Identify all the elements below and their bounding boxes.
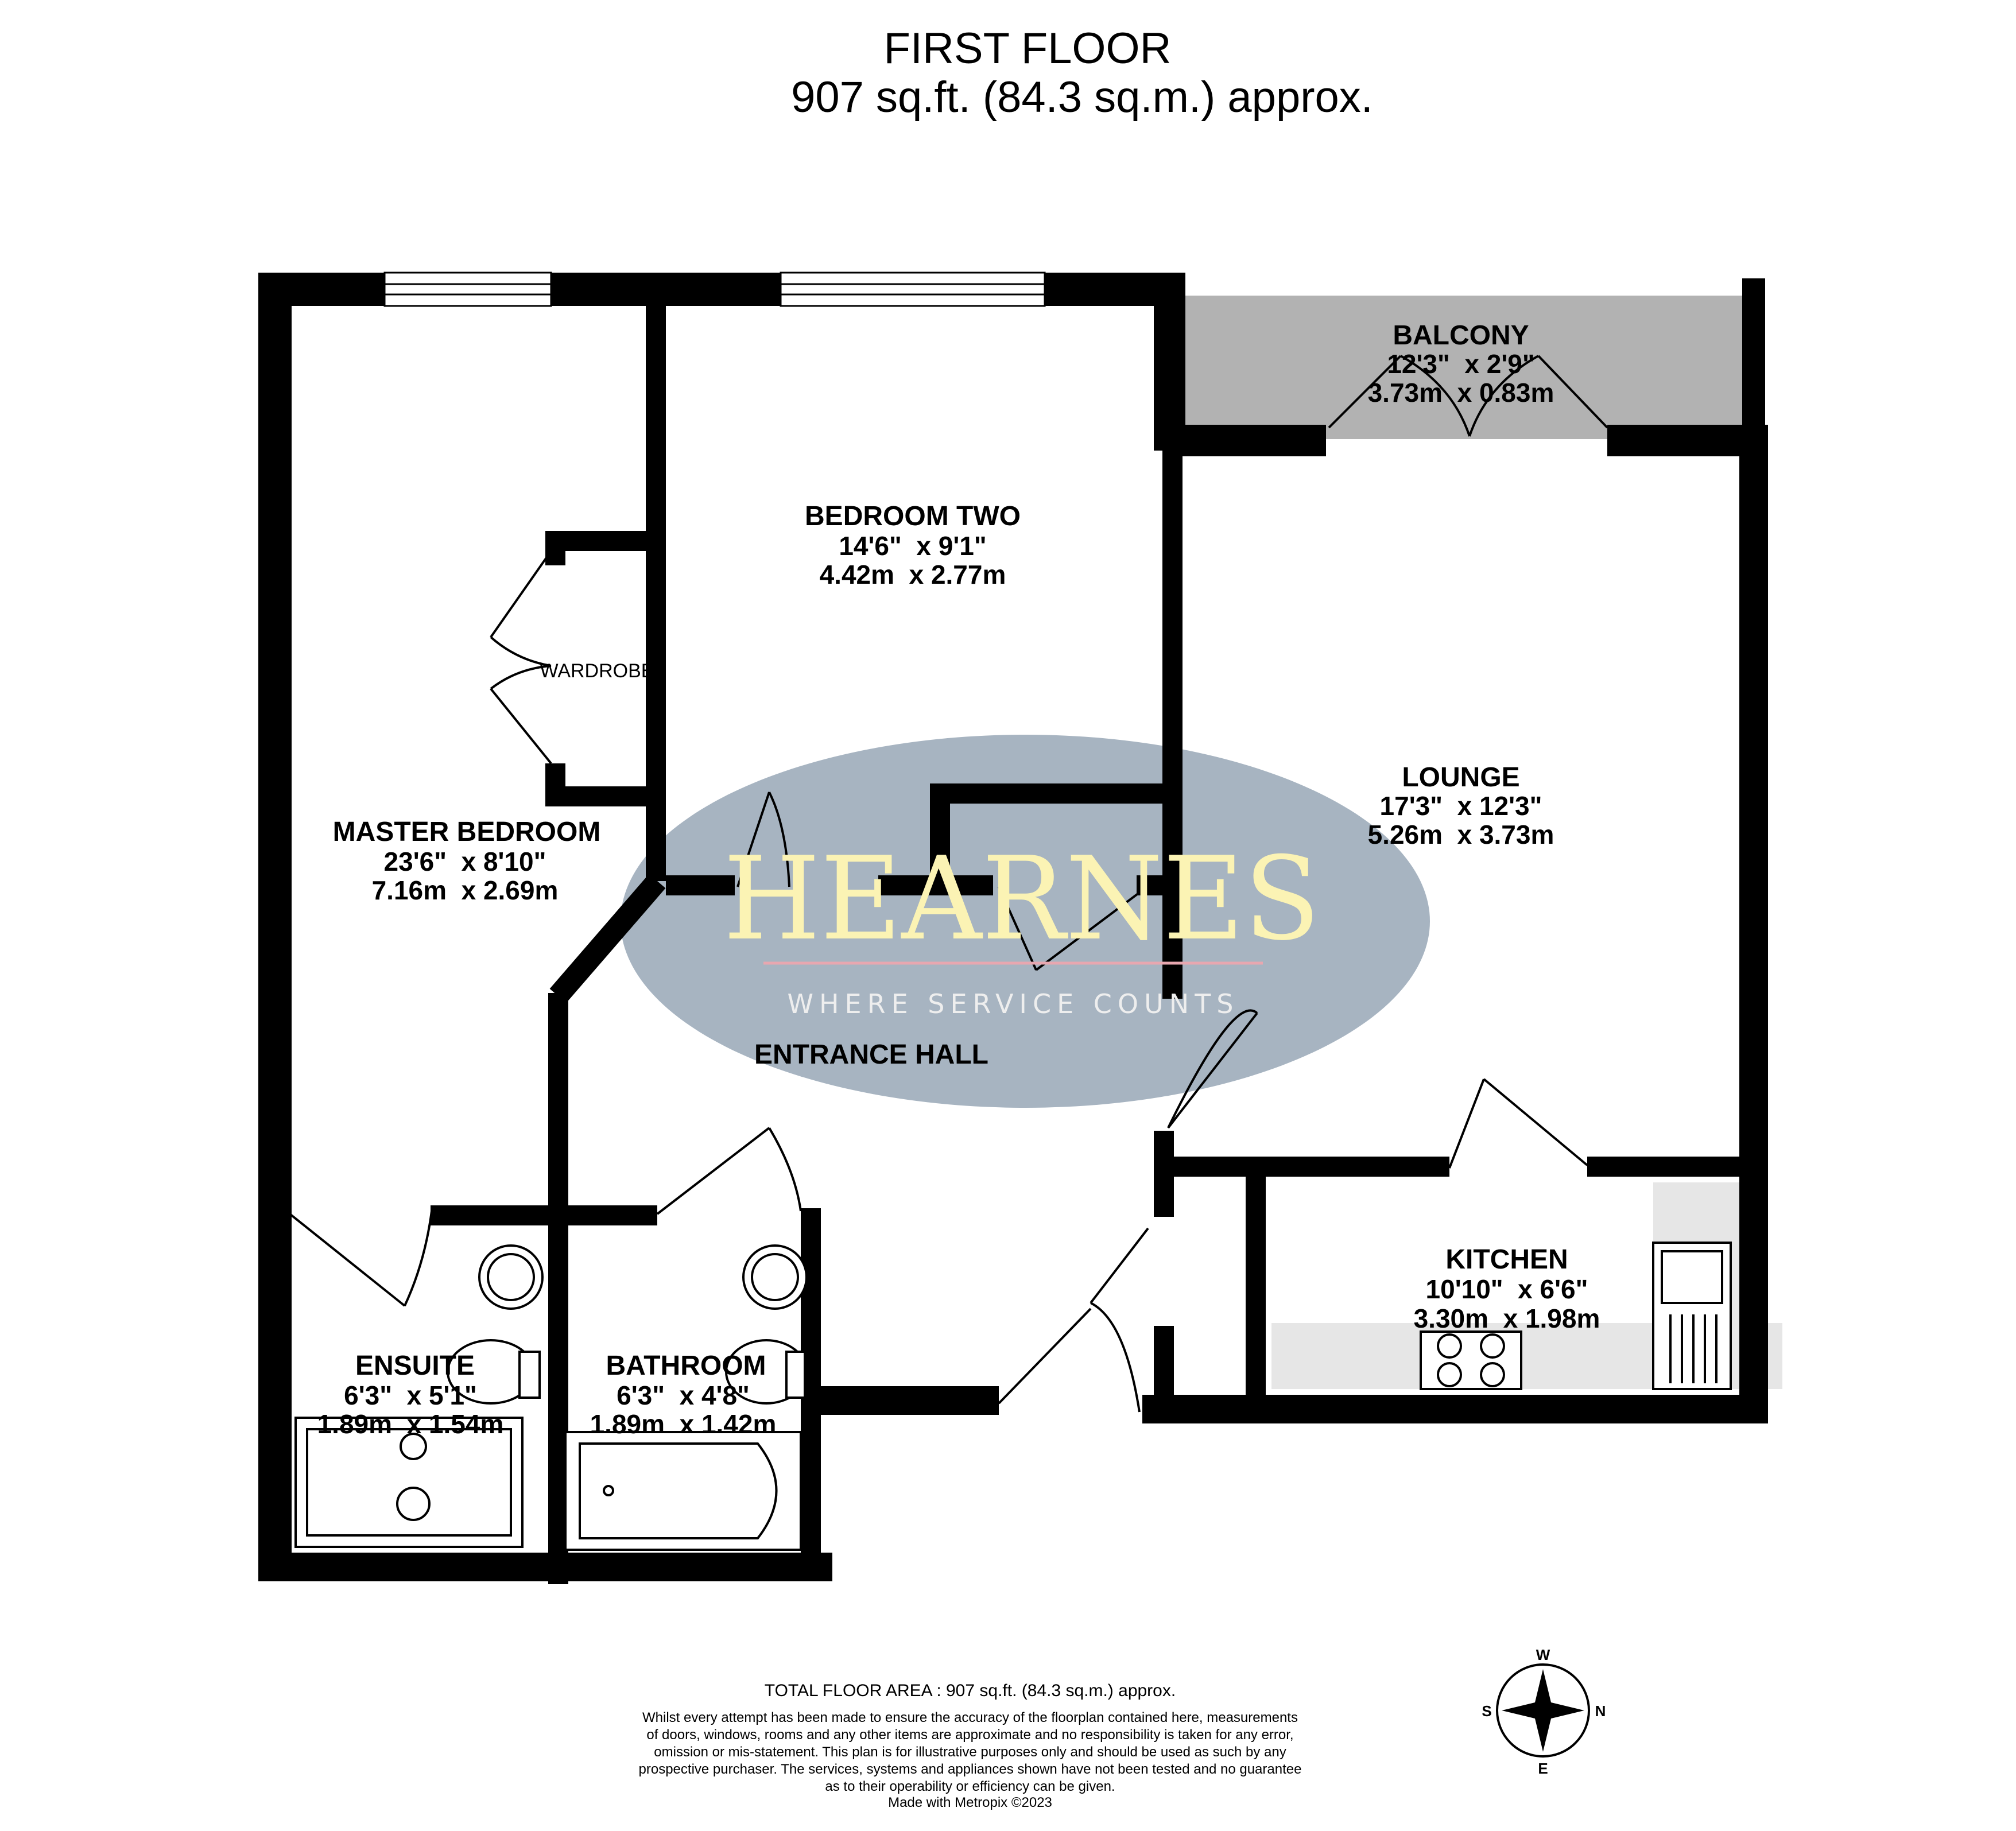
compass-e: E [1538, 1760, 1548, 1777]
room-imperial: 6'3" x 4'8" [617, 1380, 750, 1410]
room-metric: 3.30m x 1.98m [1414, 1304, 1600, 1333]
room-metric: 4.42m x 2.77m [820, 560, 1006, 589]
floor-area: 907 sq.ft. (84.3 sq.m.) approx. [791, 73, 1373, 122]
doors [289, 355, 1608, 1413]
room-metric: 3.73m x 0.83m [1368, 378, 1554, 408]
compass-icon: W N E S [1482, 1646, 1606, 1777]
walls [258, 273, 1768, 1584]
watermark-tagline: WHERE SERVICE COUNTS [787, 988, 1239, 1019]
label-balcony: BALCONY 12'3" x 2'9" 3.73m x 0.83m [1368, 320, 1554, 408]
label-entrance-hall: ENTRANCE HALL [754, 1039, 988, 1070]
disclaimer-line: as to their operability or efficiency ca… [825, 1779, 1115, 1794]
room-name: MASTER BEDROOM [333, 817, 601, 847]
label-bedroom-two: BEDROOM TWO 14'6" x 9'1" 4.42m x 2.77m [805, 501, 1021, 589]
kitchen-appliances [1420, 1242, 1732, 1390]
room-metric: 1.89m x 1.42m [590, 1409, 777, 1439]
watermark-ellipse [621, 735, 1430, 1108]
label-bathroom: BATHROOM 6'3" x 4'8" 1.89m x 1.42m [590, 1351, 777, 1439]
disclaimer: Whilst every attempt has been made to en… [639, 1710, 1302, 1810]
disclaimer-line: omission or mis-statement. This plan is … [654, 1744, 1286, 1760]
room-metric: 5.26m x 3.73m [1368, 820, 1554, 849]
room-name: BALCONY [1393, 320, 1529, 351]
room-name: BATHROOM [606, 1351, 766, 1381]
room-imperial: 12'3" x 2'9" [1387, 349, 1534, 379]
room-name: ENSUITE [355, 1351, 475, 1381]
bathroom-fixtures [564, 1244, 808, 1551]
room-name: LOUNGE [1402, 762, 1519, 793]
windows [383, 271, 1046, 307]
disclaimer-line: prospective purchaser. The services, sys… [639, 1762, 1302, 1777]
label-wardrobe: WARDROBE [540, 660, 654, 682]
room-imperial: 10'10" x 6'6" [1426, 1274, 1588, 1304]
diagonal-walls [549, 874, 666, 1003]
room-name: BEDROOM TWO [805, 501, 1021, 532]
disclaimer-line: of doors, windows, rooms and any other i… [646, 1727, 1293, 1743]
balcony-area [1185, 296, 1742, 439]
compass-s: S [1482, 1702, 1491, 1720]
label-kitchen: KITCHEN 10'10" x 6'6" 3.30m x 1.98m [1414, 1244, 1600, 1333]
room-name: KITCHEN [1445, 1244, 1568, 1275]
room-imperial: 14'6" x 9'1" [839, 531, 986, 561]
room-imperial: 23'6" x 8'10" [384, 847, 546, 876]
disclaimer-line: Whilst every attempt has been made to en… [642, 1710, 1298, 1725]
credit-line: Made with Metropix ©2023 [888, 1795, 1052, 1810]
room-imperial: 17'3" x 12'3" [1380, 791, 1542, 821]
label-ensuite: ENSUITE 6'3" x 5'1" 1.89m x 1.54m [317, 1351, 504, 1439]
room-metric: 1.89m x 1.54m [317, 1409, 504, 1439]
label-master-bedroom: MASTER BEDROOM 23'6" x 8'10" 7.16m x 2.6… [333, 817, 601, 905]
total-floor-area: TOTAL FLOOR AREA : 907 sq.ft. (84.3 sq.m… [765, 1681, 1176, 1700]
ensuite-fixtures [294, 1244, 544, 1548]
watermark-brand: HEARNES [723, 832, 1320, 966]
room-imperial: 6'3" x 5'1" [344, 1380, 477, 1410]
label-lounge: LOUNGE 17'3" x 12'3" 5.26m x 3.73m [1368, 762, 1554, 849]
room-metric: 7.16m x 2.69m [372, 875, 559, 905]
compass-n: N [1595, 1702, 1606, 1720]
floor-title: FIRST FLOOR [883, 24, 1171, 73]
compass-w: W [1536, 1646, 1550, 1663]
